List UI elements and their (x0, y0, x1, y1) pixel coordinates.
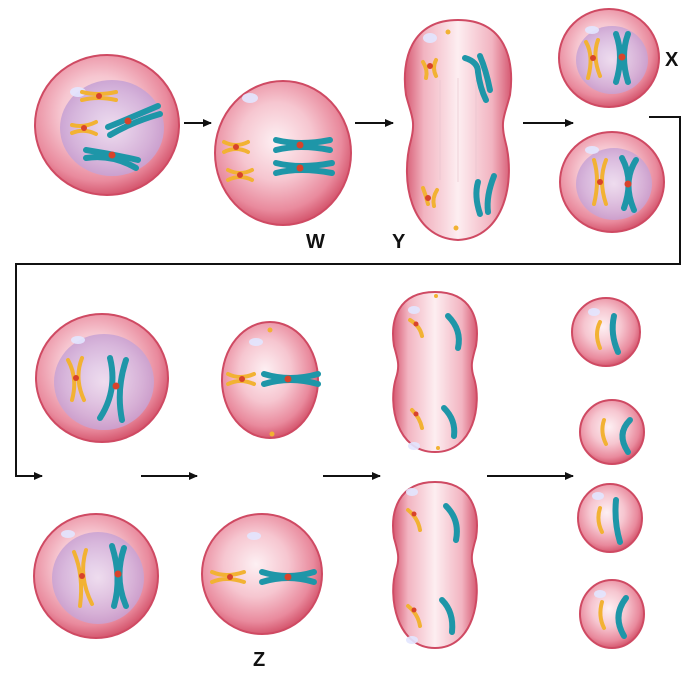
cell-telophase-1 (405, 20, 511, 240)
label-w: W (306, 232, 325, 252)
label-z: Z (253, 650, 265, 670)
cell-metaphase-1 (215, 81, 351, 225)
cell-daughter-2 (560, 132, 664, 232)
label-y: Y (392, 232, 405, 252)
cell-telophase-2-a (393, 292, 477, 452)
cell-gamete-4 (580, 580, 644, 648)
cell-gamete-2 (580, 400, 644, 464)
cell-prophase-1 (35, 55, 179, 195)
cell-metaphase-2-a (222, 322, 318, 438)
cell-metaphase-2-b (202, 514, 322, 634)
cell-telophase-2-b (393, 482, 477, 648)
label-x: X (665, 50, 678, 70)
cell-gamete-3 (578, 484, 642, 552)
cell-prophase-2-a (36, 314, 168, 442)
cell-daughter-x (559, 9, 659, 107)
cell-prophase-2-b (34, 514, 158, 638)
cell-gamete-1 (572, 298, 640, 366)
